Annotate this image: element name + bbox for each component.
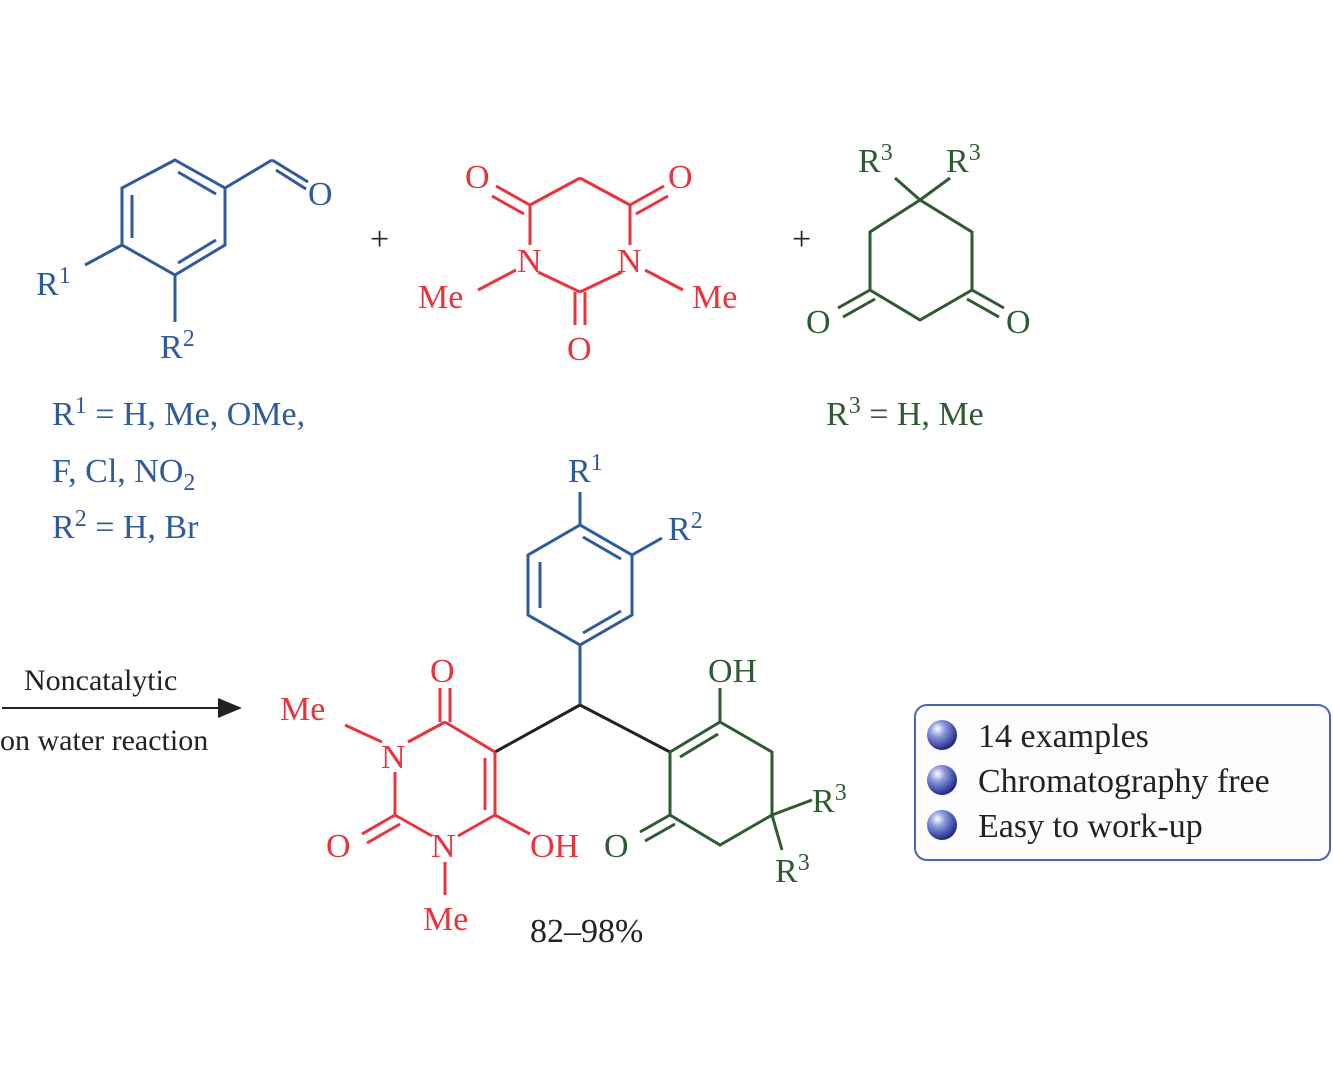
condition-text: on water reaction [0,724,208,757]
condition-text: Noncatalytic [24,664,177,697]
atom-label: O [1006,304,1031,341]
r3-definition: R3 = H, Me [826,393,984,433]
r1-label: R1 [36,263,71,303]
atom-label: N [431,828,456,865]
dimethylbarbituric-acid-structure: O O O N N Me Me [418,159,737,368]
atom-label: O [806,304,831,341]
atom-label: Me [423,901,468,938]
atom-label: N [517,243,542,280]
atom-label: Me [418,279,463,316]
plus-sign: + [792,221,811,258]
atom-label: N [617,243,642,280]
r3-label: R3 [812,780,847,820]
r3-label: R3 [775,850,810,890]
r1-label: R1 [568,450,603,490]
atom-label: N [381,739,406,776]
yield-label: 82–98% [530,913,643,950]
r2-label: R2 [668,508,703,548]
atom-label: Me [692,279,737,316]
atom-label: O [465,159,490,196]
atom-label: OH [708,653,757,690]
cyclohexanedione-structure: R3 R3 O O [806,140,1031,341]
atom-label: O [567,331,592,368]
feature-item: Chromatography free [978,763,1270,800]
atom-label: O [668,159,693,196]
r2-definition: R2 = H, Br [52,506,199,546]
atom-label: Me [280,691,325,728]
r3-label: R3 [946,140,981,180]
atom-label: OH [530,828,579,865]
atom-label: O [604,828,629,865]
benzaldehyde-structure: O R1 R2 [36,158,333,366]
atom-label: O [430,653,455,690]
feature-item: 14 examples [978,718,1149,755]
atom-label: O [308,176,333,213]
r1-definition-cont: F, Cl, NO2 [52,453,195,496]
features-box: 14 examples Chromatography free Easy to … [914,704,1331,861]
r3-label: R3 [858,140,893,180]
atom-label: O [326,828,351,865]
r1-definition: R1 = H, Me, OMe, [52,393,305,433]
bullet-icon [927,720,957,750]
feature-item: Easy to work-up [978,808,1203,845]
product-structure: R1 R2 O Me N O N Me OH OH O R3 R3 [280,450,847,938]
r2-label: R2 [160,326,195,366]
bullet-icon [927,765,957,795]
plus-sign: + [370,221,389,258]
bullet-icon [927,810,957,840]
